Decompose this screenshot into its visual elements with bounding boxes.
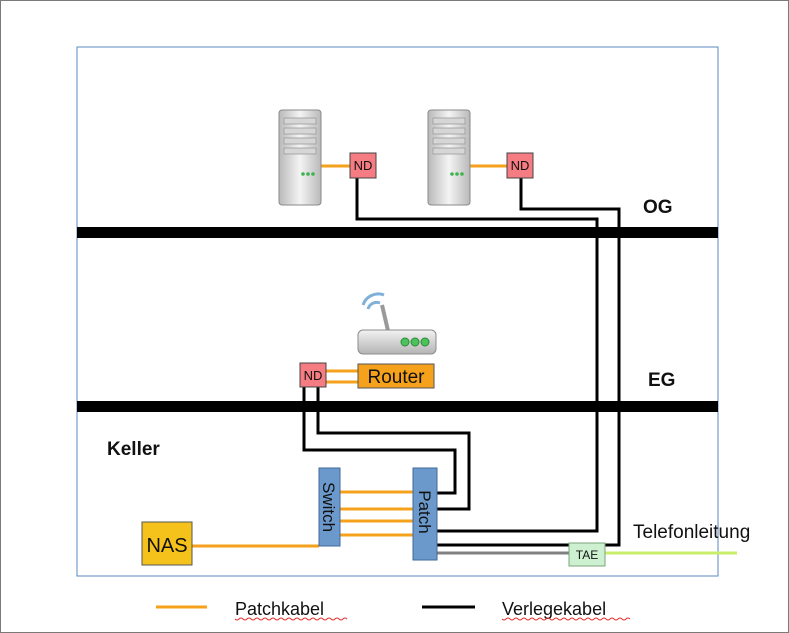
floor-slab-eg [77,401,718,412]
nd-label: ND [511,158,530,173]
router-box: Router [357,363,435,389]
patch-label: Patch [415,490,434,533]
legend: Patchkabel Verlegekabel [156,599,631,621]
spellcheck-underline [234,617,348,621]
nd-label: ND [354,158,373,173]
tae-label: TAE [576,548,598,562]
switch-label: Switch [319,482,338,532]
patchkabel-group [192,164,507,548]
router-label: Router [367,367,425,388]
floor-label-og: OG [643,197,673,218]
nas-label: NAS [146,535,187,557]
tae-box: TAE [568,542,606,567]
spellcheck-underline [501,617,631,621]
patch-box: Patch [412,467,438,561]
verlegekabel-eg-1 [302,387,457,495]
floor-label-eg: EG [648,370,675,391]
nd-label: ND [304,368,323,383]
verlegekabel-group [302,178,621,547]
nd-og-right: ND [506,152,534,179]
verlegekabel-eg-2 [316,387,471,511]
nd-eg: ND [299,362,327,388]
wifi-router-icon [357,292,437,355]
verlegekabel-og-right [437,178,621,547]
building-outline [76,46,719,577]
nd-og-left: ND [349,152,377,179]
floor-label-keller: Keller [107,439,160,460]
server-icon [427,109,471,206]
telefonleitung-label: Telefonleitung [633,522,750,543]
legend-label-patchkabel: Patchkabel [235,599,324,619]
server-icon [278,109,322,206]
floor-slab-og [77,227,718,238]
switch-box: Switch [318,467,341,547]
legend-label-verlegekabel: Verlegekabel [502,599,606,619]
nas-box: NAS [141,521,193,566]
verlegekabel-og-left [355,178,599,533]
